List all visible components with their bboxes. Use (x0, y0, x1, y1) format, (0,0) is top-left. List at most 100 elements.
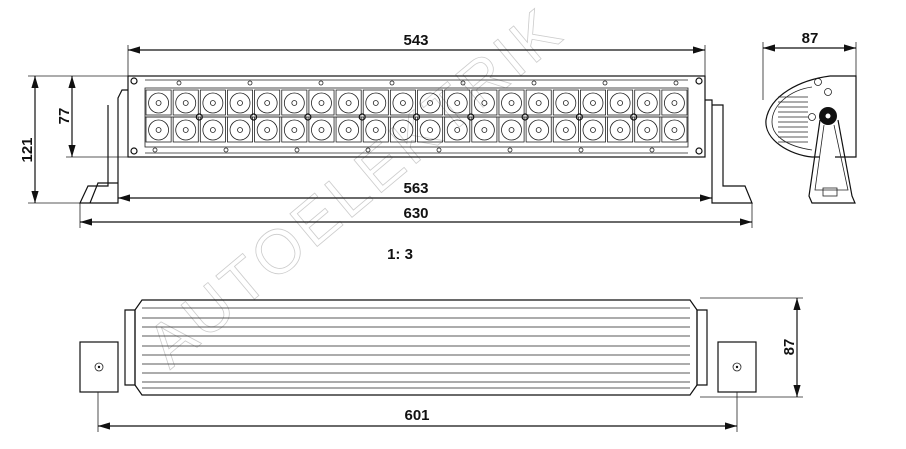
led-lens (664, 92, 685, 114)
led-lens (392, 119, 414, 141)
led-lens (528, 92, 550, 114)
led-cell (281, 116, 308, 143)
corner-screw (695, 77, 703, 85)
cooling-fins (778, 96, 808, 143)
led-cell (362, 116, 389, 143)
led-cell (281, 89, 308, 116)
led-cell (199, 116, 226, 143)
led-cell (227, 116, 253, 143)
scale-label: 1: 3 (387, 246, 413, 263)
led-lens (609, 119, 631, 141)
led-lens (392, 92, 414, 114)
led-array (145, 89, 688, 143)
led-cell (580, 89, 606, 116)
screw (250, 113, 258, 121)
led-lens (175, 92, 197, 114)
led-cell (145, 116, 172, 143)
led-lens (555, 92, 577, 114)
led-cell (525, 116, 552, 143)
led-cell (308, 116, 335, 143)
led-lens (473, 119, 495, 141)
led-cell (308, 89, 335, 116)
led-lens (473, 92, 495, 114)
led-cell (471, 89, 498, 116)
led-lens (148, 92, 169, 114)
led-lens (202, 119, 224, 141)
led-cell (417, 116, 444, 143)
screw (630, 113, 638, 121)
led-cell (444, 89, 471, 116)
led-lens (501, 92, 522, 114)
led-lens (283, 119, 305, 141)
corner-screw (130, 147, 138, 155)
led-lens (664, 119, 685, 141)
screw (412, 113, 421, 121)
led-lens (202, 92, 224, 114)
led-lens (283, 92, 305, 114)
led-lens (528, 119, 550, 141)
screw (575, 113, 584, 121)
led-lens (175, 119, 197, 141)
led-lens (338, 119, 360, 141)
led-cell (199, 89, 226, 116)
led-lens (419, 92, 441, 114)
led-cell (362, 89, 389, 116)
led-cell (227, 89, 253, 116)
led-lens (365, 119, 387, 141)
screw (195, 113, 203, 121)
led-lens (338, 92, 360, 114)
led-lens (148, 119, 169, 141)
led-lens (311, 92, 332, 114)
right-bracket (705, 99, 753, 204)
led-cell (552, 116, 579, 143)
corner-screw (695, 147, 703, 155)
led-cell (634, 89, 661, 116)
led-cell (444, 116, 471, 143)
led-cell (172, 89, 199, 116)
corner-screw (130, 77, 138, 85)
dim-563: 563 (403, 180, 428, 197)
led-cell (498, 89, 525, 116)
led-cell (335, 89, 362, 116)
led-lens (365, 92, 387, 114)
led-cell (471, 116, 498, 143)
led-cell (389, 116, 416, 143)
led-cell (335, 116, 362, 143)
dim-87-side: 87 (802, 30, 819, 47)
led-lens (446, 92, 468, 114)
screw (358, 113, 366, 121)
led-lens (636, 92, 658, 114)
led-lens (609, 92, 631, 114)
led-lens (636, 119, 658, 141)
led-lens (256, 119, 278, 141)
screw (467, 113, 475, 121)
screw (304, 113, 312, 121)
side-view: 87 (762, 30, 857, 204)
led-cell (417, 89, 444, 116)
led-lens (229, 119, 251, 141)
led-cell (172, 116, 199, 143)
led-cell (580, 116, 606, 143)
bottom-view: 87 601 (79, 297, 803, 432)
dim-87-bottom: 87 (781, 339, 798, 356)
left-bracket (79, 89, 128, 204)
led-lens (582, 119, 604, 141)
front-view (79, 75, 753, 204)
led-lens (256, 92, 278, 114)
led-lens (446, 119, 468, 141)
dim-601: 601 (404, 407, 429, 424)
led-lens (582, 92, 604, 114)
led-lens (555, 119, 577, 141)
led-cell (145, 89, 172, 116)
led-cell (661, 116, 688, 143)
led-cell (498, 116, 525, 143)
led-lens (311, 119, 332, 141)
led-lens (229, 92, 251, 114)
led-cell (661, 89, 688, 116)
led-lens (419, 119, 441, 141)
led-cell (254, 116, 281, 143)
led-lens (501, 119, 522, 141)
svg-text:AUTOELEKTRIK: AUTOELEKTRIK (135, 0, 577, 381)
